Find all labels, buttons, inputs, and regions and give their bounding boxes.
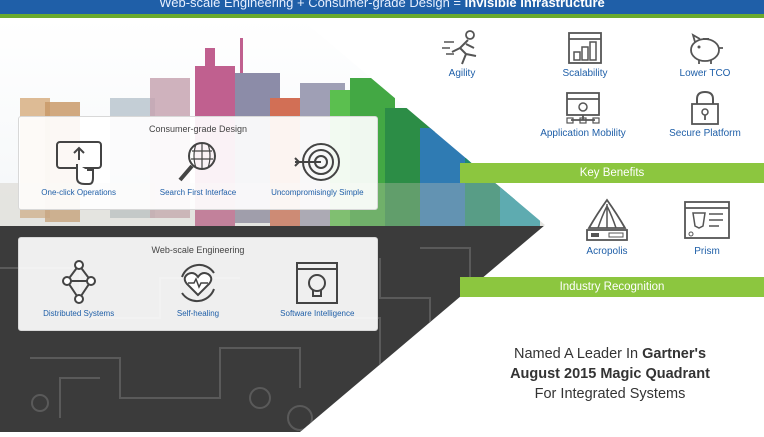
product-label: Acropolis [586,246,628,257]
recognition-line-1: Named A Leader In Gartner's [470,344,750,364]
recognition-gartner: Gartner's [642,346,707,362]
product-prism: Prism [672,198,742,257]
feature-label: Search First Interface [159,188,237,197]
benefit-secure-platform: Secure Platform [660,90,750,139]
recognition-line-3: For Integrated Systems [534,386,686,402]
product-acropolis: Acropolis [572,198,642,257]
benefit-application-mobility: Application Mobility [528,90,638,139]
benefit-label: Agility [448,68,476,79]
header-banner: Web-scale Engineering + Consumer-grade D… [0,0,764,18]
benefit-scalability: Scalability [550,30,620,79]
stack-icon [568,32,602,64]
acropolis-icon [586,198,628,241]
benefit-lower-tco: Lower TCO [670,30,740,79]
feature-label: Uncompromisingly Simple [271,188,364,197]
click-icon [55,141,102,185]
gartner-recognition-text: Named A Leader In Gartner's August 2015 … [470,344,750,404]
heart-cycle-icon [181,263,215,303]
web-scale-card: Web-scale Engineering Distributed System… [18,237,378,331]
lock-icon [691,90,719,125]
consumer-grade-card: Consumer-grade Design One-click Operatio… [18,116,378,210]
header-emphasis: Invisible Infrastructure [464,0,605,10]
feature-self-healing: Self-healing [143,259,253,318]
network-icon [61,260,96,304]
feature-distributed-systems: Distributed Systems [24,259,134,318]
header-green-line [0,14,764,18]
webscale-card-title: Web-scale Engineering [151,245,245,255]
benefit-label: Scalability [562,68,608,79]
feature-label: Software Intelligence [280,309,355,318]
recognition-quadrant: August 2015 Magic Quadrant [510,366,710,382]
prism-icon [684,201,730,239]
benefit-label: Application Mobility [540,128,626,139]
benefit-agility: Agility [432,30,492,79]
feature-label: Distributed Systems [43,309,115,318]
industry-recognition-bar: Industry Recognition [460,277,764,297]
feature-software-intelligence: Software Intelligence [262,259,372,318]
product-label: Prism [694,246,720,257]
feature-uncompromisingly-simple: Uncompromisingly Simple [262,138,372,197]
lightbulb-icon [296,262,339,304]
target-icon [294,143,341,181]
recognition-line-1-text: Named A Leader In [513,346,643,362]
feature-label: One-click Operations [41,188,116,197]
feature-search-first: Search First Interface [143,138,253,197]
header-text: Web-scale Engineering + Consumer-grade D… [159,0,465,10]
app-window-icon [566,92,600,124]
consumer-card-title: Consumer-grade Design [148,124,248,134]
recognition-line-2: August 2015 Magic Quadrant [470,364,750,384]
feature-label: Self-healing [176,309,220,318]
magnifier-icon [178,142,216,182]
benefit-label: Lower TCO [679,68,731,79]
consumer-card-row: One-click Operations Search First Interf… [19,138,377,197]
benefit-label: Secure Platform [669,128,741,139]
piggy-bank-icon [690,33,723,64]
key-benefits-bar: Key Benefits [460,163,764,183]
runner-icon [442,30,477,65]
feature-one-click: One-click Operations [24,138,134,197]
webscale-card-row: Distributed Systems Self-healing Softwar… [19,259,377,318]
